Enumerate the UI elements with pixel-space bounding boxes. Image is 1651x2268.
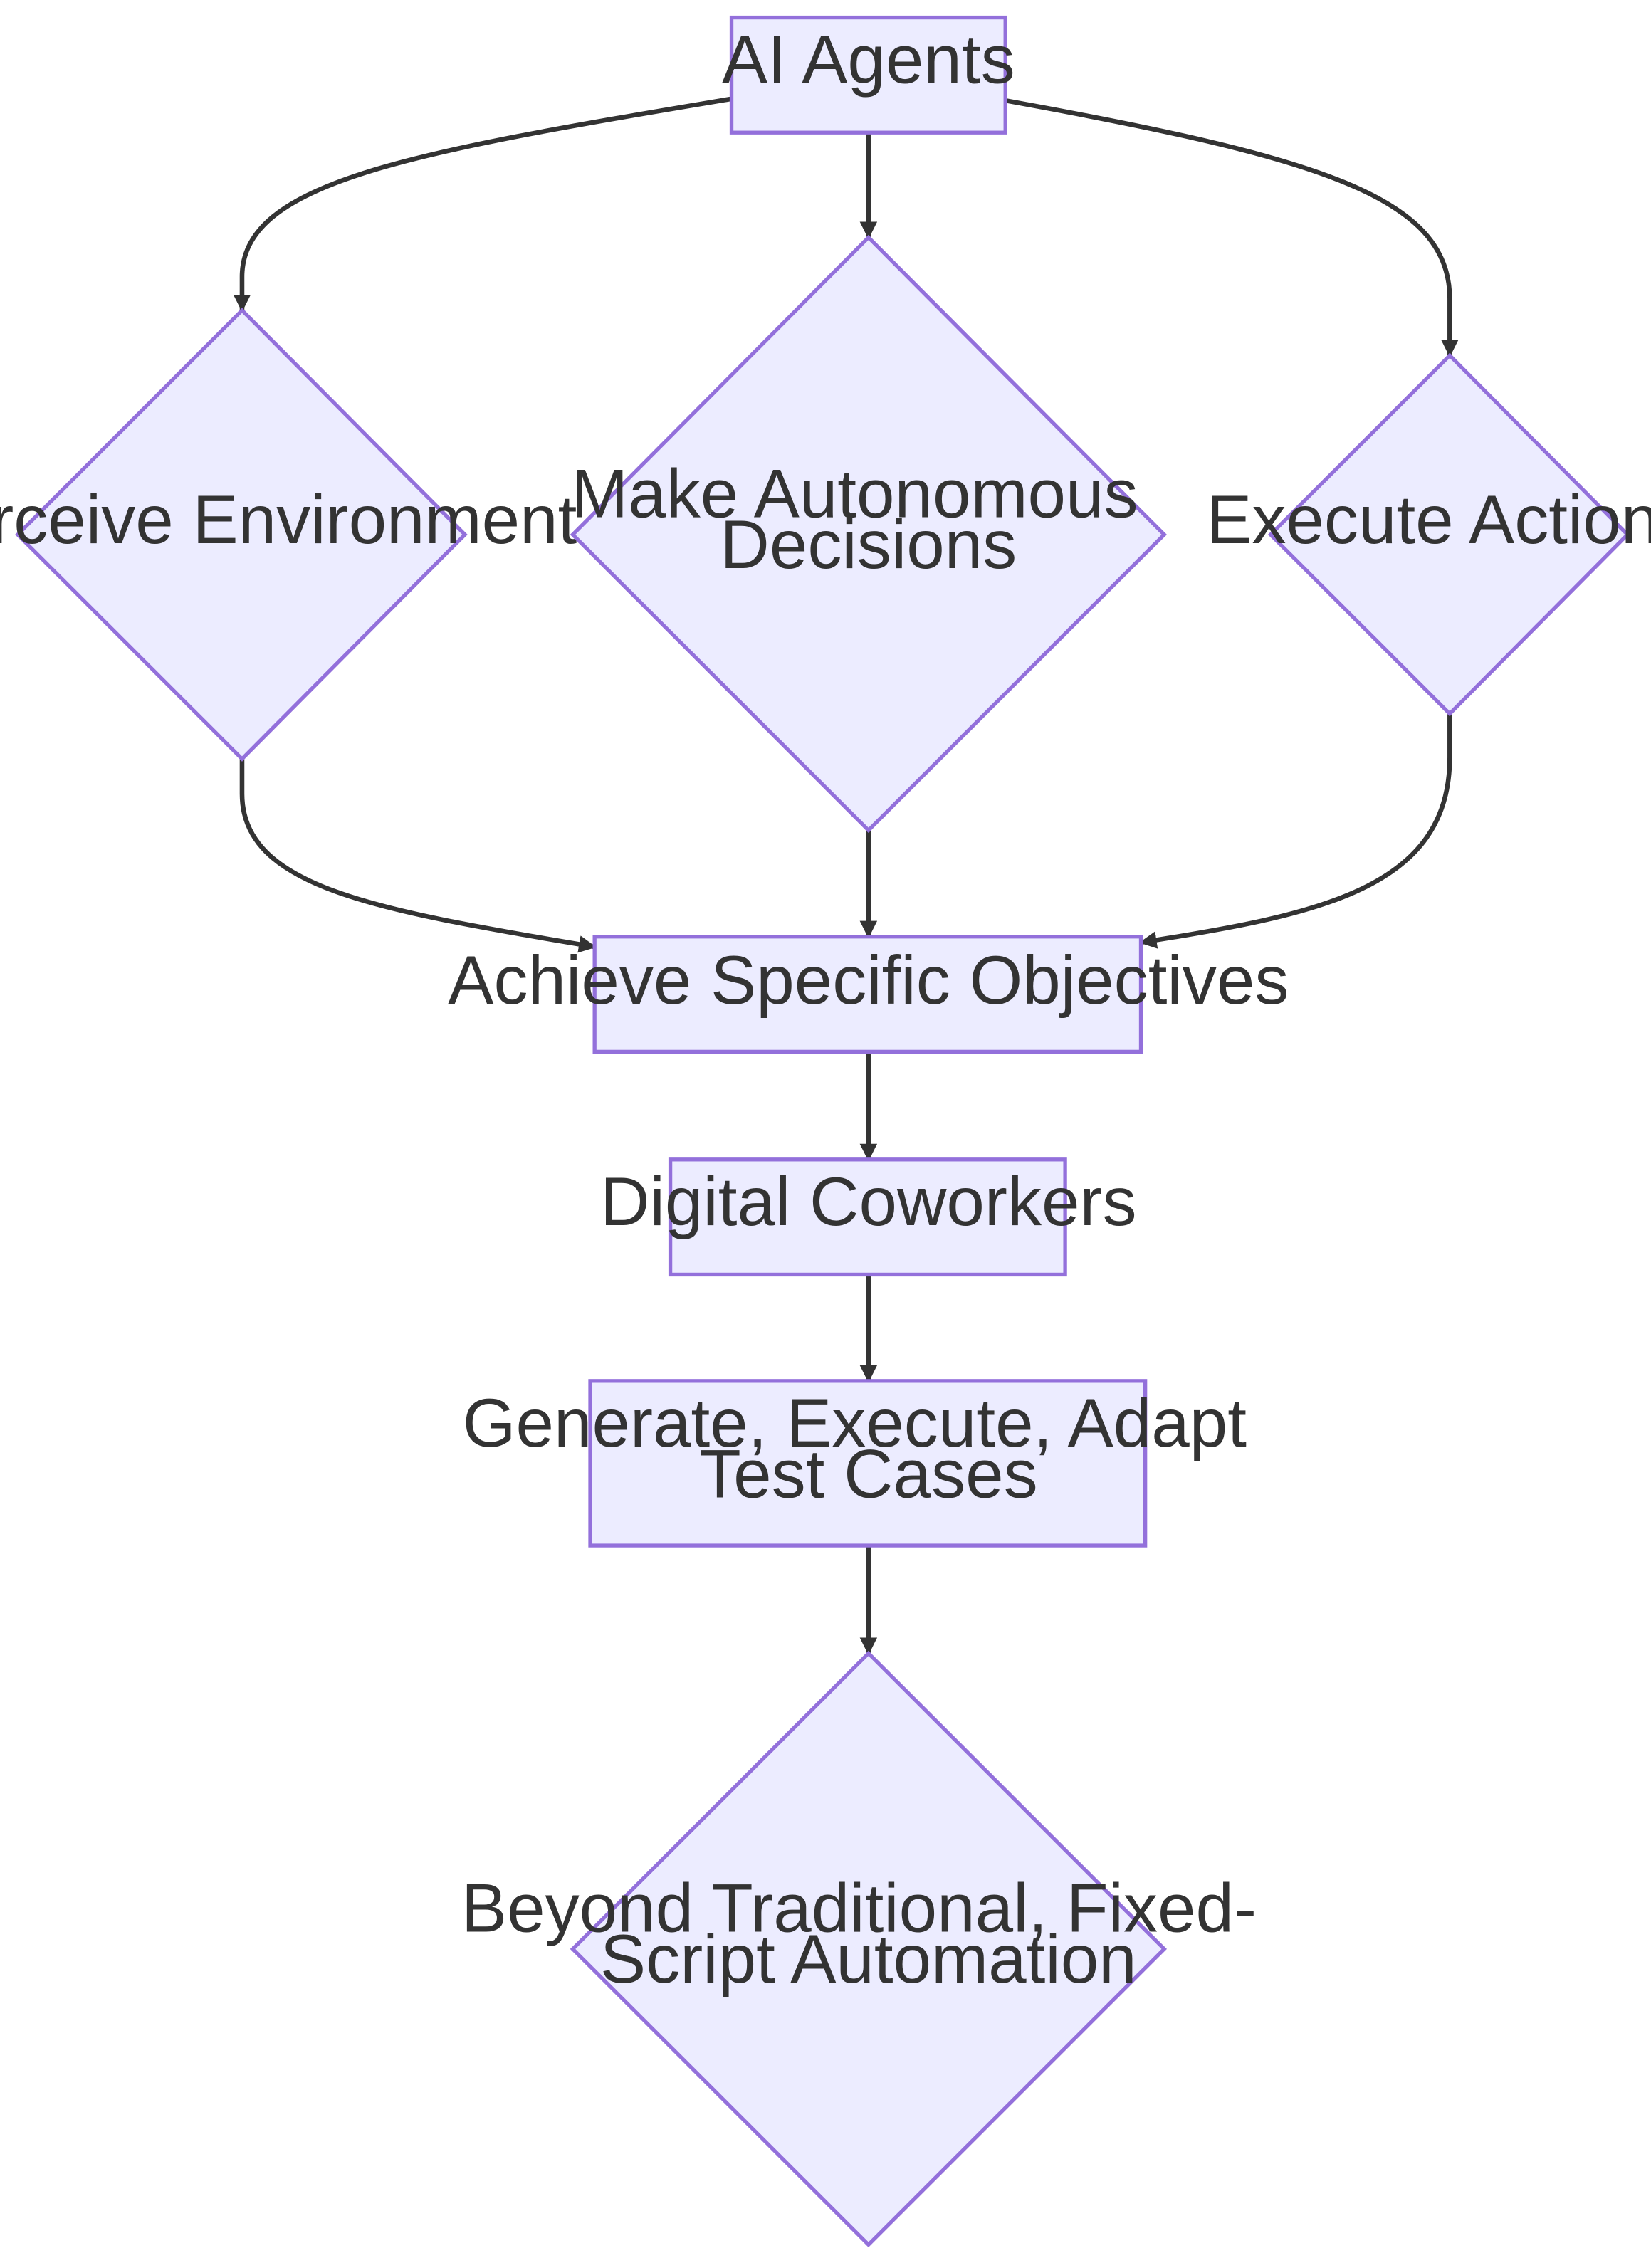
node-achieve-specific-objectives-label: Achieve Specific Objectives [448,943,1289,1019]
label-line: Decisions [720,507,1017,583]
node-make-autonomous-decisions-label: Make Autonomous Decisions [571,456,1157,583]
node-perceive-environment-shape [15,308,468,762]
node-make-autonomous-decisions: Make Autonomous Decisions [570,234,1168,834]
label-line: Script Automation [600,1921,1137,1997]
node-generate-execute-adapt-test-cases-shape [588,1379,1148,1548]
edges-layer [233,96,1459,1655]
node-achieve-specific-objectives-shape [592,935,1143,1054]
node-generate-execute-adapt-test-cases-label: Generate, Execute, Adapt Test Cases [463,1385,1266,1513]
node-execute-actions: Execute Actions [1206,352,1651,717]
edge-ai-agents-to-execute-actions [1005,98,1459,357]
edge-perceive-environment-to-achieve-specific-objectives [239,759,597,953]
node-beyond-traditional-fixed-script-automation-label: Beyond Traditional, Fixed- Script Automa… [461,1870,1276,1997]
label-line: Digital Coworkers [600,1164,1136,1240]
node-beyond-traditional-fixed-script-automation-shape [570,1650,1168,2248]
node-ai-agents-label: AI Agents [722,22,1015,98]
node-digital-coworkers-shape [668,1157,1067,1277]
node-execute-actions-label: Execute Actions [1206,482,1651,558]
node-execute-actions-shape [1267,352,1630,717]
nodes-layer: AI Agents Perceive Environment Make Auto… [0,15,1651,2248]
label-line: Make Autonomous [571,456,1138,532]
edge-execute-actions-to-achieve-specific-objectives [1139,713,1452,949]
edge-ai-agents-to-perceive-environment [233,96,731,313]
node-ai-agents-shape [729,15,1007,135]
label-line: Generate, Execute, Adapt [463,1385,1247,1461]
node-digital-coworkers-label: Digital Coworkers [600,1164,1136,1240]
label-line: Execute Actions [1206,482,1651,558]
node-generate-execute-adapt-test-cases: Generate, Execute, Adapt Test Cases [463,1379,1266,1548]
label-line: Test Cases [699,1437,1038,1513]
label-line: Achieve Specific Objectives [448,943,1289,1019]
label-line: Beyond Traditional, Fixed- [461,1870,1257,1946]
node-achieve-specific-objectives: Achieve Specific Objectives [448,935,1289,1054]
label-line: Perceive Environment [0,482,577,558]
node-beyond-traditional-fixed-script-automation: Beyond Traditional, Fixed- Script Automa… [461,1650,1276,2248]
node-make-autonomous-decisions-shape [570,234,1168,834]
node-perceive-environment-label: Perceive Environment [0,482,577,558]
label-line: AI Agents [722,22,1015,98]
node-perceive-environment: Perceive Environment [0,308,577,762]
node-ai-agents: AI Agents [722,15,1015,135]
node-digital-coworkers: Digital Coworkers [600,1157,1137,1277]
